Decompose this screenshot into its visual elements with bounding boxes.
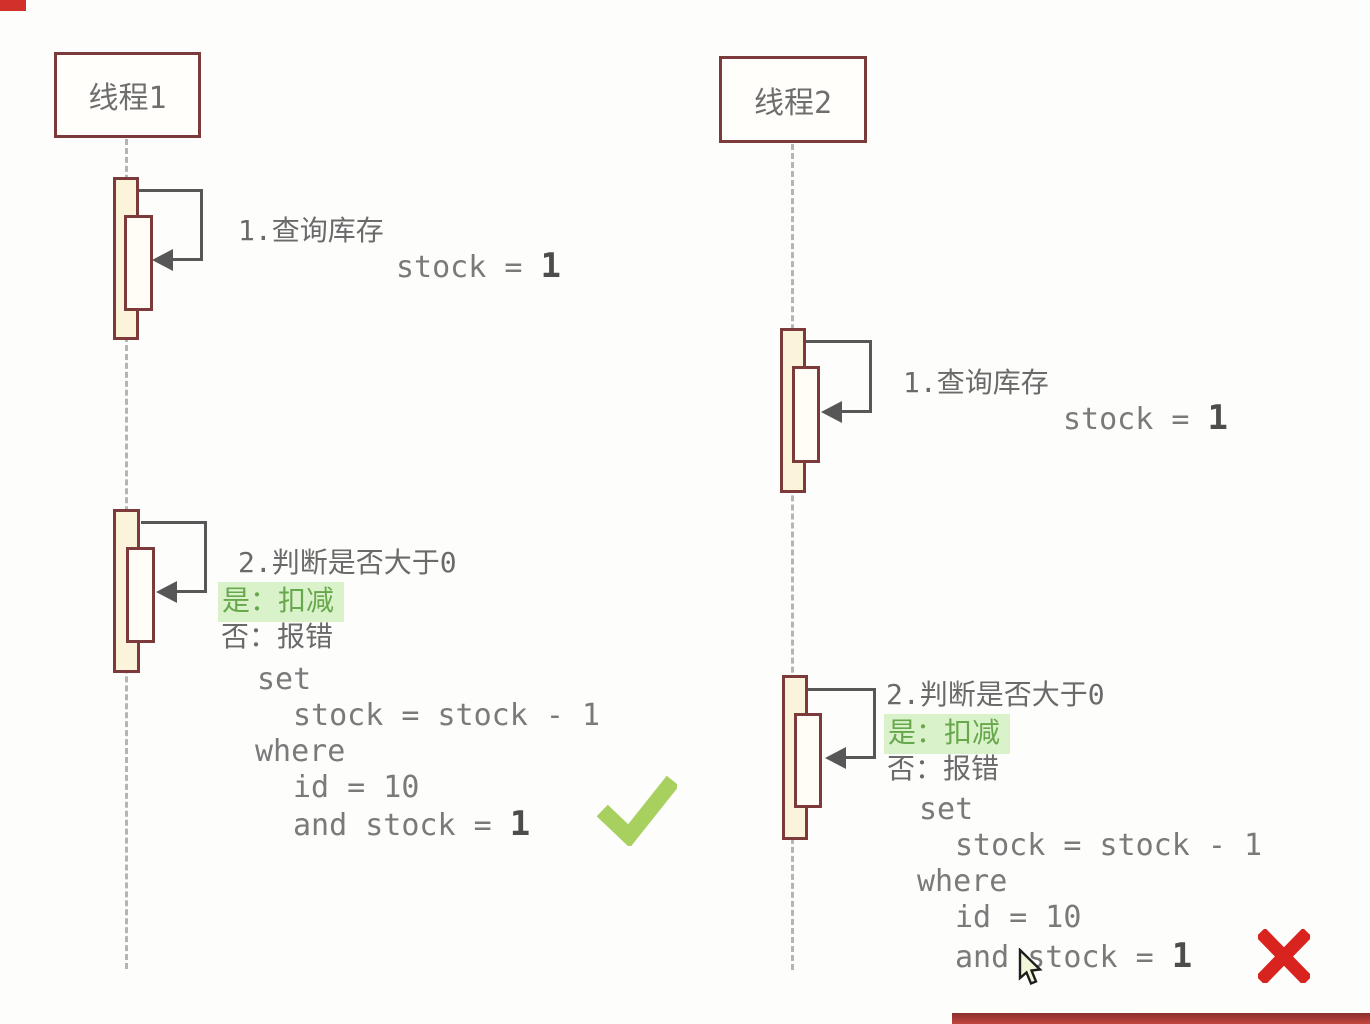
cross-icon [1258,929,1310,983]
thread1-step1-title: 1.查询库存 [238,214,384,247]
thread2-label: 线程2 [753,85,833,121]
thread1-selfcall1-line-top [139,189,203,192]
thread2-selfcall1-arrowhead-icon [821,401,842,423]
thread1-sql-cond2-prefix: and stock = [293,808,510,843]
thread1-step2-yes-highlight: 是：扣减 [218,582,345,622]
thread1-sql-cond2-value: 1 [509,804,531,844]
thread2-activation1-inner [792,366,820,463]
thread2-step1-code-value: 1 [1207,398,1228,438]
thread1-selfcall1-line-right [200,189,203,261]
thread1-activation1-inner [124,215,153,311]
thread2-box: 线程2 [719,56,867,143]
thread1-selfcall1-line-bottom [171,258,203,261]
thread2-step2-yes-highlight: 是：扣减 [884,714,1011,754]
thread2-selfcall1-line-top [806,340,872,343]
thread1-sql-assign: stock = stock - 1 [293,698,601,733]
thread1-selfcall2-line-top [141,521,207,524]
thread1-selfcall1-arrowhead-icon [152,249,173,271]
mouse-cursor-icon [1018,948,1043,986]
thread2-sql-cond2-prefix: and stock = [955,940,1172,975]
thread2-lifeline [791,144,794,970]
thread1-step1-code: stock = 1 [396,248,561,286]
thread2-selfcall2-line-right [873,688,876,759]
thread2-sql-cond2-value: 1 [1171,936,1193,976]
thread2-sql-where: where [917,864,1008,899]
thread2-sql-assign: stock = stock - 1 [955,828,1263,863]
thread1-step1-code-value: 1 [540,246,561,286]
thread2-selfcall1-line-right [869,340,872,413]
thread2-sql-set: set [919,792,974,827]
thread2-step1-title: 1.查询库存 [903,366,1049,399]
check-icon [597,776,677,846]
thread2-selfcall2-line-top [808,688,876,691]
thread2-step2-no: 否：报错 [887,752,1000,785]
thread2-sql-cond1: id = 10 [955,900,1082,935]
thread1-step1-code-prefix: stock = [396,250,541,285]
thread1-sql-set: set [257,662,312,697]
thread1-step2-title: 2.判断是否大于0 [238,546,457,579]
thread1-label: 线程1 [88,81,167,116]
thread2-selfcall1-line-bottom [840,410,872,413]
thread2-step1-code-prefix: stock = [1063,402,1208,437]
thread2-selfcall2-arrowhead-icon [825,747,846,769]
thread2-step2-title: 2.判断是否大于0 [886,678,1105,711]
thread2-step1-code: stock = 1 [1063,400,1228,438]
thread1-selfcall2-line-bottom [174,590,207,593]
thread1-sql-cond1: id = 10 [293,770,420,805]
thread2-selfcall2-line-bottom [845,756,876,759]
corner-red-mark [0,0,26,11]
thread1-selfcall2-line-right [204,521,207,593]
thread1-box: 线程1 [54,52,201,138]
thread1-selfcall2-arrowhead-icon [156,581,177,603]
thread1-sql-cond2: and stock = 1 [293,806,530,844]
thread1-activation2-inner [126,547,155,643]
bottom-red-bar [952,1013,1370,1024]
thread1-sql-where: where [255,734,346,769]
thread2-sql-cond2: and stock = 1 [955,938,1192,976]
thread1-step2-no: 否：报错 [221,620,334,653]
thread2-activation2-inner [794,713,822,808]
